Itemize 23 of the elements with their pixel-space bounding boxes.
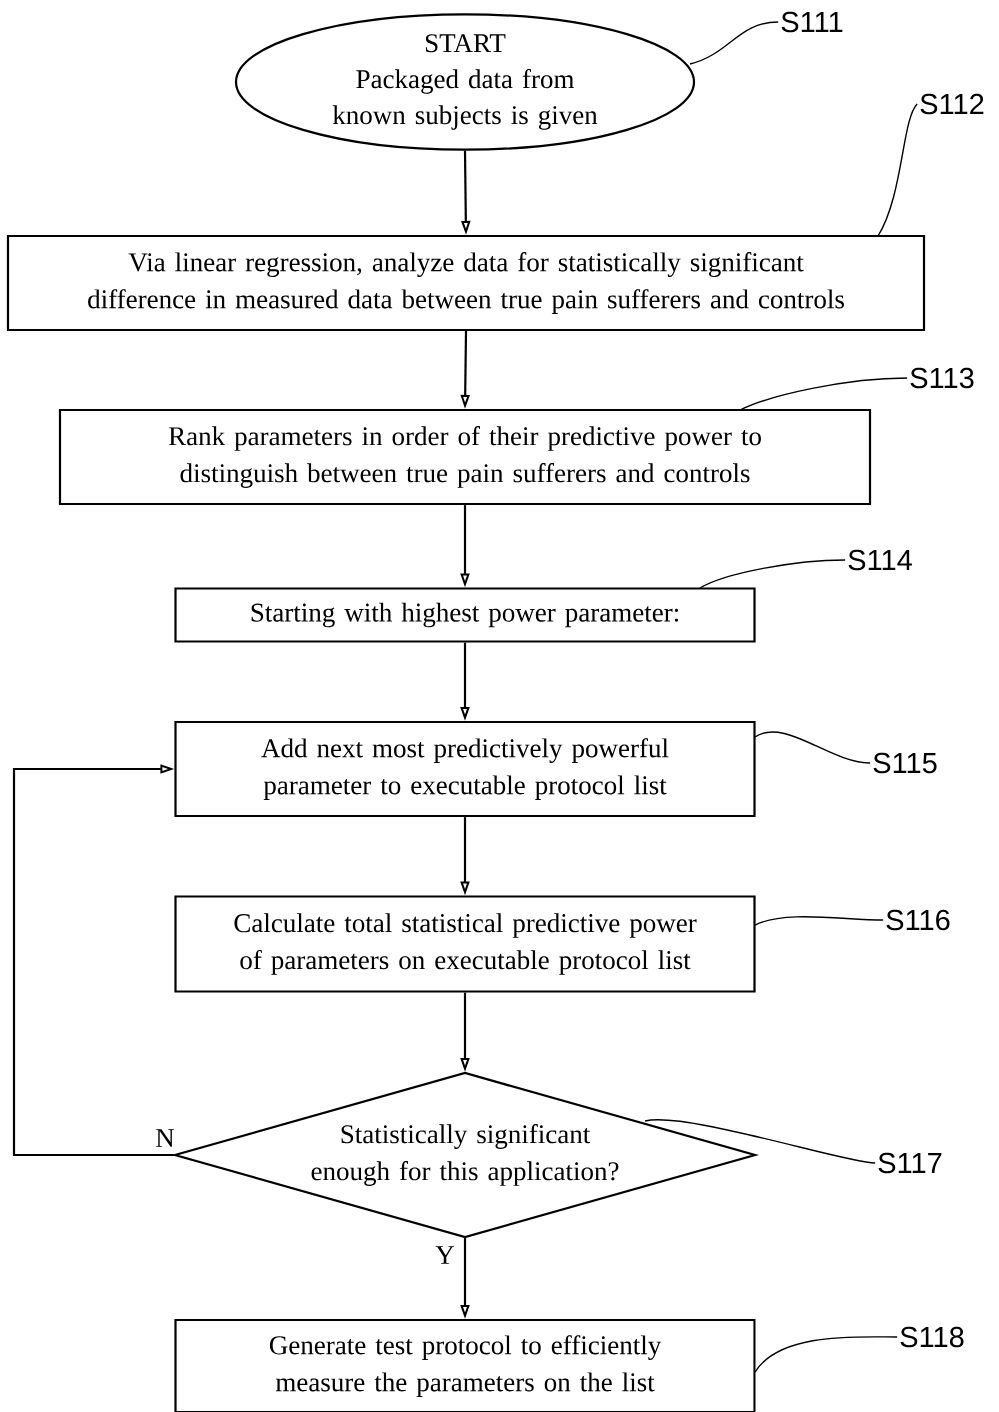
process-box: Add next most predictively powerful parameter to executable protocol list <box>174 720 756 818</box>
leader-line <box>739 377 908 411</box>
step-label: S116 <box>886 909 950 931</box>
process-box: Calculate total statistical predictive power of parameters on executable protocol list <box>174 895 756 993</box>
step-label: S111 <box>781 11 843 33</box>
step-label: S113 <box>910 367 974 389</box>
process-box: Rank parameters in order of their predictive power to distinguish between true pain sufferers and controls <box>58 408 872 506</box>
step-label: S114 <box>848 549 912 571</box>
step-label: S118 <box>900 1326 964 1348</box>
process-box: Starting with highest power parameter: <box>174 587 756 643</box>
leader-line <box>754 1336 898 1373</box>
leader-line <box>754 916 884 926</box>
step-label: S117 <box>878 1152 942 1174</box>
leader-line <box>877 103 918 237</box>
process-box: Via linear regression, analyze data for statistically significant difference in measured data between true pain sufferers and controls <box>6 234 926 332</box>
edge-label: Y <box>435 1246 455 1264</box>
leader-line <box>689 21 779 65</box>
leader-line <box>754 731 871 764</box>
process-box: Generate test protocol to efficiently measure the parameters on the list <box>174 1318 756 1412</box>
leader-line <box>699 559 846 589</box>
step-label: S112 <box>920 93 984 115</box>
leader-line <box>644 1119 876 1164</box>
step-label: S115 <box>873 752 937 774</box>
